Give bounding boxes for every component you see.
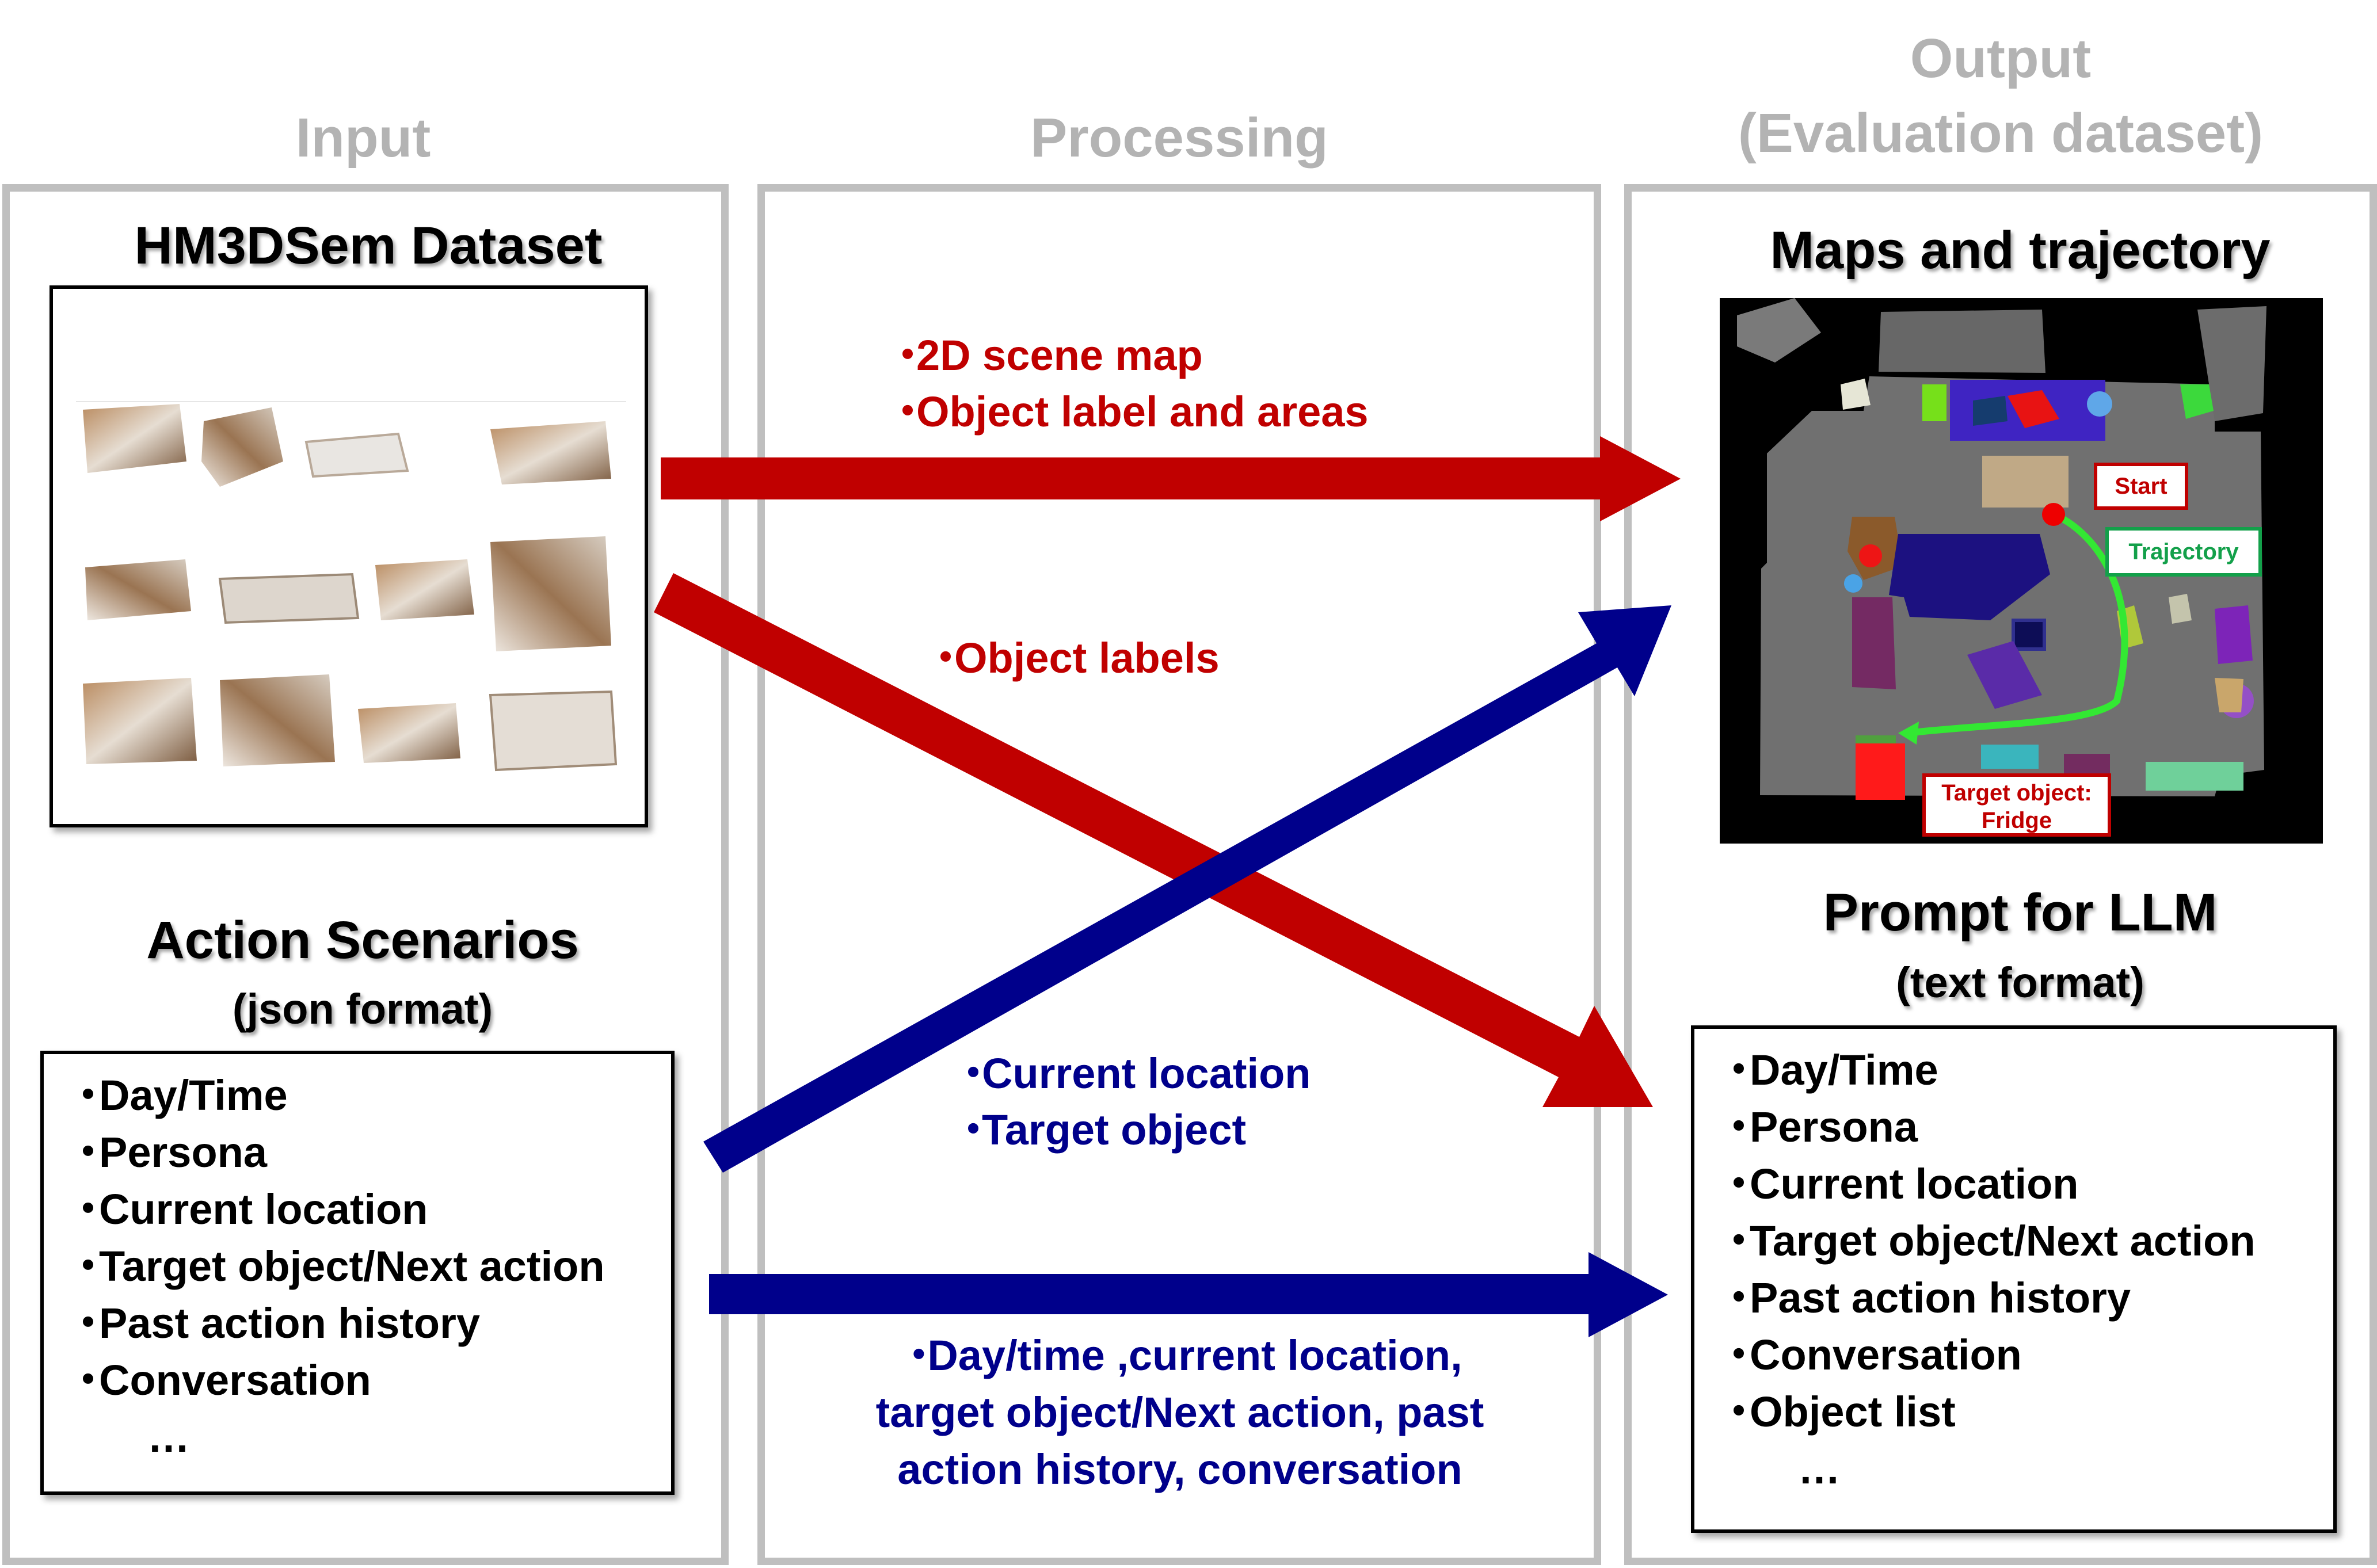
list-item: ・Target object/Next action — [1717, 1212, 2256, 1269]
arrow-scenarios-to-maps — [703, 605, 1671, 1173]
object-labels-label: ・Object labels — [924, 630, 1220, 686]
input-panel — [2, 184, 729, 1565]
output-column-header-line1: Output — [1910, 28, 2092, 89]
maps-title: Maps and trajectory — [1770, 221, 2271, 280]
context-line1: ・Day/time ,current location, — [771, 1327, 1589, 1384]
map-label-line1: ・2D scene map — [886, 327, 1203, 384]
floorplan-row-3 — [83, 674, 618, 772]
scenario-list: ・Day/Time ・Persona ・Current location ・Ta… — [67, 1067, 605, 1466]
bullet: ・ — [886, 388, 929, 436]
context-line2: target object/Next action, past — [875, 1388, 1484, 1436]
trajectory-callout: Trajectory — [2105, 527, 2262, 577]
target-object-callout: Target object: Fridge — [1922, 773, 2111, 837]
target-label-line2: Fridge — [1981, 808, 2052, 833]
scenarios-subtitle: (json format) — [232, 985, 493, 1033]
prompt-subtitle: (text format) — [1896, 959, 2144, 1006]
target-label-line1: Target object: — [1941, 780, 2092, 806]
context-label: ・Day/time ,current location, target obje… — [771, 1327, 1589, 1498]
bullet: ・ — [952, 1106, 995, 1154]
output-panel — [1624, 184, 2377, 1565]
list-item: ・Persona — [67, 1124, 605, 1181]
list-item: ・Current location — [67, 1181, 605, 1238]
list-item: ・Object list — [1717, 1383, 2256, 1440]
floorplan-row-2 — [85, 536, 611, 651]
floorplan-row-1 — [83, 404, 611, 487]
list-item: ・Day/Time — [1717, 1041, 2256, 1098]
scenarios-title: Action Scenarios — [146, 911, 579, 970]
bullet: ・ — [924, 634, 967, 682]
output-column-header-line2: (Evaluation dataset) — [1738, 102, 2264, 164]
dataset-image-frame — [49, 285, 648, 827]
processing-panel — [757, 184, 1601, 1565]
start-callout: Start — [2094, 463, 2188, 510]
prompt-list: ・Day/Time ・Persona ・Current location ・Ta… — [1717, 1041, 2256, 1497]
list-item-more: … — [1798, 1445, 1841, 1493]
arrow-dataset-to-prompt — [654, 573, 1653, 1107]
processing-column-header: Processing — [1030, 107, 1328, 169]
dataset-title: HM3DSem Dataset — [134, 216, 603, 275]
list-item: ・Conversation — [67, 1352, 605, 1409]
scenarios-box: ・Day/Time ・Persona ・Current location ・Ta… — [40, 1051, 675, 1495]
list-item: ・Past action history — [1717, 1269, 2256, 1326]
list-item: ・Target object/Next action — [67, 1238, 605, 1295]
prompt-title: Prompt for LLM — [1823, 883, 2218, 942]
list-item: ・Current location — [1717, 1155, 2256, 1212]
arrow-dataset-to-maps — [661, 436, 1681, 521]
3d-floorplan-thumbnails-icon — [76, 401, 626, 772]
bullet: ・ — [952, 1050, 995, 1097]
input-column-header: Input — [295, 107, 431, 169]
location-label-line2: ・Target object — [952, 1101, 1246, 1158]
bullet: ・ — [897, 1332, 940, 1379]
map-label-line2: ・Object label and areas — [886, 383, 1369, 440]
list-item: ・Day/Time — [67, 1067, 605, 1124]
bullet: ・ — [886, 331, 929, 379]
list-item: ・Conversation — [1717, 1326, 2256, 1383]
context-line3: action history, conversation — [897, 1445, 1462, 1493]
prompt-box: ・Day/Time ・Persona ・Current location ・Ta… — [1691, 1025, 2337, 1533]
list-item: ・Persona — [1717, 1098, 2256, 1155]
list-item-more: … — [147, 1413, 190, 1461]
semantic-map: Start Trajectory Target object: Fridge — [1720, 298, 2323, 844]
list-item: ・Past action history — [67, 1295, 605, 1352]
arrow-scenarios-to-prompt — [709, 1252, 1668, 1337]
location-label-line1: ・Current location — [952, 1045, 1311, 1102]
